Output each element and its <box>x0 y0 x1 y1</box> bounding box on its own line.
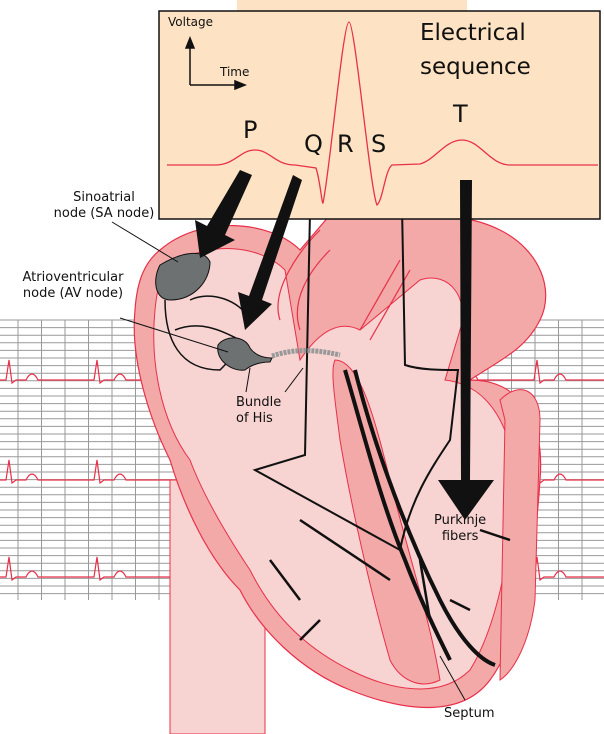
sa-node-label: Sinoatrial node (SA node) <box>44 190 164 222</box>
purkinje-label-line2: fibers <box>441 529 479 544</box>
wave-label-s: S <box>371 130 387 158</box>
ecg-waveform <box>167 21 598 207</box>
time-axis-label: Time <box>220 65 250 79</box>
panel-tab <box>237 0 467 12</box>
sa-node <box>155 252 211 301</box>
bundle-branches <box>343 369 496 667</box>
wave-label-t: T <box>453 100 468 128</box>
his-label-line1: Bundle <box>236 395 282 410</box>
av-label-line1: Atrioventricular <box>22 270 124 285</box>
axes-icon <box>184 35 248 91</box>
sa-label-line2: node (SA node) <box>53 206 155 221</box>
purkinje-label-line1: Purkinje <box>434 513 487 528</box>
arrow-to-ventricles <box>438 180 494 520</box>
septum-label: Septum <box>444 706 495 721</box>
av-node <box>217 337 273 371</box>
wave-label-q: Q <box>304 130 323 158</box>
septum-wall <box>332 359 441 685</box>
sa-label-line1: Sinoatrial <box>73 190 135 205</box>
wave-label-p: P <box>243 116 258 144</box>
his-label-line2: of His <box>236 411 273 426</box>
title-line2: sequence <box>420 54 531 80</box>
heart-illustration <box>133 205 547 734</box>
conduction-arrows <box>195 170 494 520</box>
arrow-to-sa-node <box>195 170 252 258</box>
wave-label-r: R <box>337 130 354 158</box>
av-label-line2: node (AV node) <box>22 286 124 301</box>
purkinje-fibers <box>269 518 511 641</box>
valve-lines <box>277 229 411 341</box>
label-pointers <box>111 221 466 701</box>
bundle-of-his-label: Bundle of His <box>236 395 281 427</box>
av-node-label: Atrioventricular node (AV node) <box>8 270 138 302</box>
right-ventricle-wall <box>499 389 541 681</box>
title-line1: Electrical <box>420 20 526 46</box>
electrical-sequence-panel <box>158 10 601 220</box>
purkinje-fibers-label: Purkinje fibers <box>434 513 486 545</box>
voltage-axis-label: Voltage <box>168 15 214 29</box>
aorta-outline <box>252 205 460 552</box>
arrow-to-av-node <box>238 175 302 330</box>
bundle-of-his <box>271 348 341 359</box>
